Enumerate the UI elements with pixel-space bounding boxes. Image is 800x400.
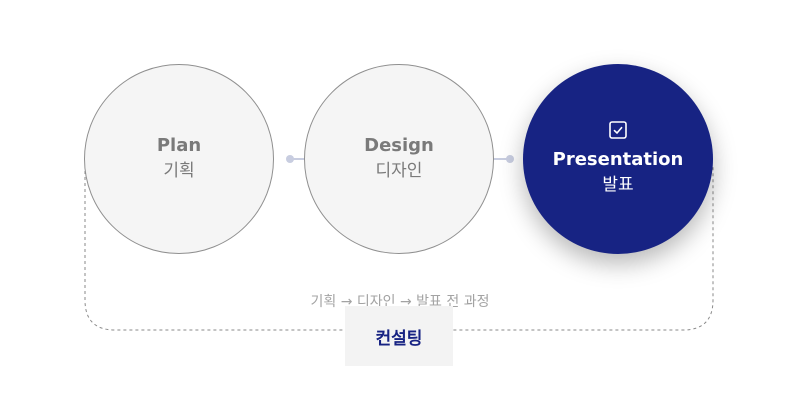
step-plan: Plan 기획 (84, 64, 274, 254)
step-plan-subtitle: 기획 (163, 161, 195, 181)
step-design-subtitle: 디자인 (375, 161, 423, 181)
step-plan-title: Plan (156, 135, 202, 156)
step-design: Design 디자인 (304, 64, 494, 254)
consulting-label: 컨설팅 (375, 328, 423, 349)
step-presentation: Presentation 발표 (523, 64, 713, 254)
step-presentation-title: Presentation (552, 149, 684, 170)
connector-dot-1 (286, 155, 294, 163)
step-presentation-subtitle: 발표 (602, 175, 634, 195)
checkbox-icon (609, 121, 627, 139)
consulting-bracket (84, 165, 714, 331)
connector-dot-2 (506, 155, 514, 163)
step-design-title: Design (364, 135, 434, 156)
consulting-label-box: 컨설팅 (345, 306, 453, 366)
